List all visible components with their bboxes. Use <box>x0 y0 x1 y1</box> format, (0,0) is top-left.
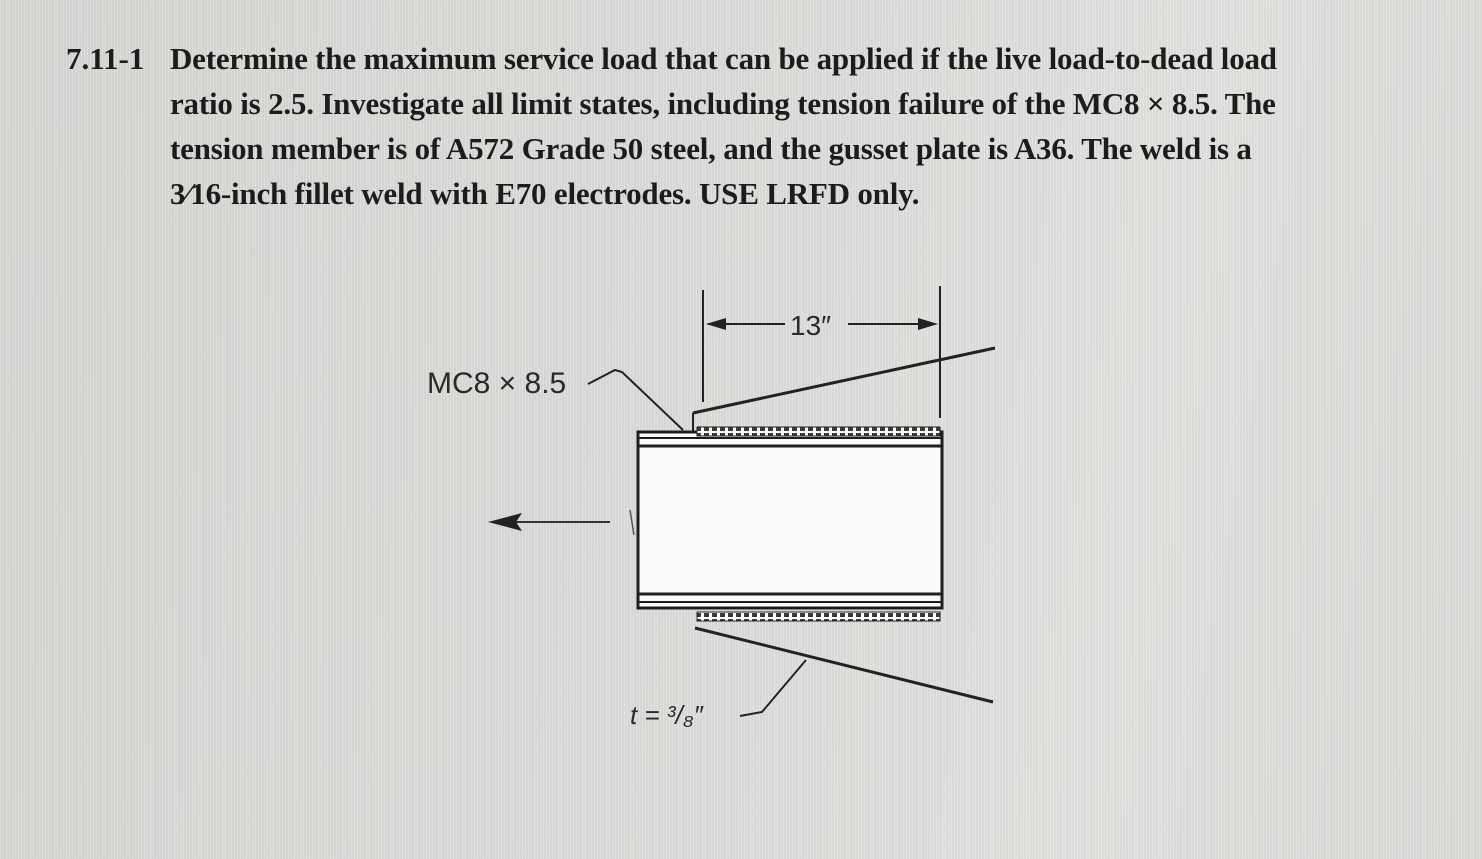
member-label-group: MC8 × 8.5 <box>427 367 684 431</box>
length-dimension: 13″ <box>702 286 941 418</box>
problem-text: Determine the maximum service load that … <box>170 36 1395 216</box>
thickness-label-group: t = ³/₈″ <box>630 659 807 730</box>
channel-member <box>636 430 944 610</box>
gusset-plate-bottom-edge <box>694 626 994 704</box>
problem-line-2: ratio is 2.5. Investigate all limit stat… <box>170 86 1276 121</box>
member-label: MC8 × 8.5 <box>427 367 566 400</box>
top-fillet-weld <box>696 426 941 437</box>
thickness-label: t = ³/₈″ <box>630 700 704 730</box>
bottom-fillet-weld <box>696 611 941 622</box>
problem-line-1: Determine the maximum service load that … <box>170 41 1277 76</box>
problem-number: 7.11-1 <box>66 41 145 76</box>
problem-line-4: 3⁄16-inch fillet weld with E70 electrode… <box>170 176 920 211</box>
gusset-plate-top-edge <box>692 346 996 415</box>
problem-line-3: tension member is of A572 Grade 50 steel… <box>170 131 1252 166</box>
load-arrow <box>488 509 635 536</box>
length-label: 13″ <box>790 310 831 341</box>
